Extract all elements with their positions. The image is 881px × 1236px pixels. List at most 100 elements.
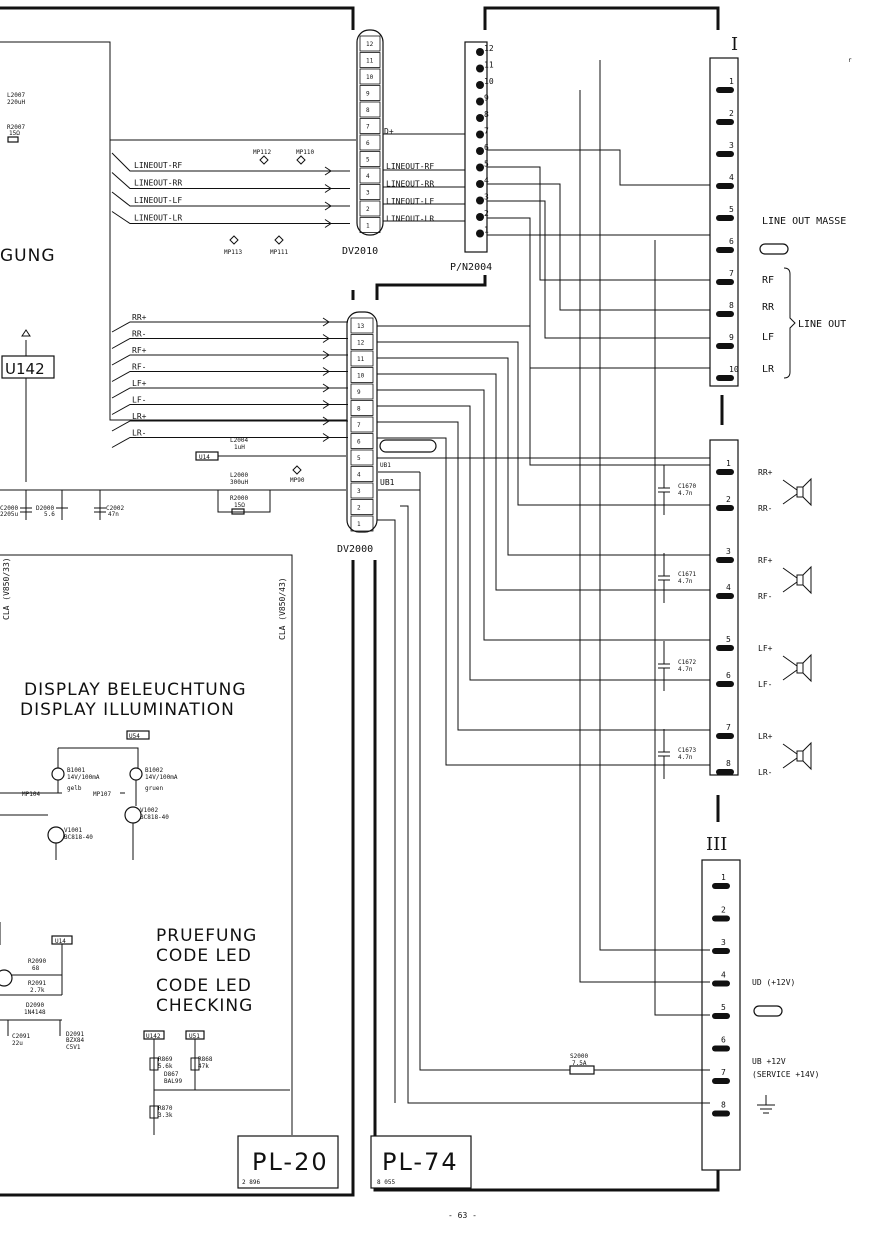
- dv2000-ub1-b: UB1: [380, 478, 395, 487]
- dv2000-pin-label: 8: [357, 406, 361, 413]
- r2000-val: 15Ω: [234, 502, 245, 509]
- dv2000-pin-9: [350, 383, 374, 400]
- conn-I-pin-9: [716, 343, 734, 349]
- dv2000-pin-8: [350, 400, 374, 416]
- b1001-val: 14V/100mA: [67, 774, 100, 781]
- dv2010-pin-9: [359, 85, 381, 101]
- dv2000-pin-label: 11: [357, 356, 365, 363]
- r2007-val: 15Ω: [9, 130, 20, 137]
- r2090: R2090: [28, 958, 46, 965]
- conn-I-pin-1: [716, 87, 734, 93]
- dv2000-label: DV2000: [337, 544, 373, 555]
- conn-III-pin-7-label: 7: [721, 1068, 726, 1077]
- r868-val: 47k: [198, 1063, 209, 1070]
- speaker-wire: [111, 334, 348, 349]
- display-title-2: DISPLAY ILLUMINATION: [20, 700, 235, 720]
- conn-III-pin-4: [712, 980, 730, 987]
- wiring: [110, 60, 710, 1104]
- cap-value: 4.7n: [678, 578, 693, 585]
- speaker-icon: [782, 741, 812, 771]
- conn-I-lf: LF: [762, 332, 774, 343]
- wire: [487, 166, 710, 281]
- pn2004-pin-label: 9: [484, 94, 489, 103]
- dv2010-label: DV2010: [342, 246, 378, 257]
- conn-I-pin-8: [716, 311, 734, 317]
- conn-II-pin-4: [716, 593, 734, 599]
- speaker-icon: [782, 565, 812, 595]
- l2007: L2007: [7, 92, 25, 99]
- speaker-signal: LF-: [132, 396, 146, 405]
- conn-I-pin-3: [716, 151, 734, 157]
- u54-label: U54: [129, 733, 140, 740]
- dv2000-pin-label: 2: [357, 505, 361, 512]
- dv2000-pin-3: [350, 482, 374, 499]
- u51-small: U51: [189, 1033, 200, 1040]
- c2002: C2002: [106, 505, 124, 512]
- pn2004-pin-label: 8: [484, 110, 489, 119]
- dv2000-pin-4: [350, 466, 374, 482]
- wire: [599, 60, 710, 951]
- l2000-val: 300uH: [230, 479, 248, 486]
- conn-II-pin-4-label: 4: [726, 583, 731, 592]
- wire: [419, 472, 710, 1071]
- pn2004-pin-label: 2: [484, 209, 489, 218]
- dv2010-pin-label: 8: [366, 107, 370, 114]
- wire: [377, 389, 710, 641]
- u14-label: U14: [199, 454, 210, 461]
- conn-II-pin-8: [716, 769, 734, 775]
- conn-I-pin-7: [716, 279, 734, 285]
- d2091-val2: C5V1: [66, 1044, 81, 1051]
- conn-I-label: I: [731, 34, 738, 55]
- conn-III-pin-5: [712, 1013, 730, 1019]
- conn-III-pin-4-label: 4: [721, 971, 726, 980]
- dv2010-pin-label: 10: [366, 74, 374, 81]
- l2004-val: 1uH: [234, 444, 245, 451]
- speaker-wire: [111, 317, 348, 333]
- speaker-signal: LR-: [132, 429, 146, 438]
- mp112: MP112: [253, 149, 271, 156]
- fuse-s2000-val: 7.5A: [572, 1060, 587, 1067]
- dv2010-pin-label: 5: [366, 157, 370, 164]
- b1001: B1001: [67, 767, 85, 774]
- wire: [487, 149, 710, 186]
- pn2004-signal: LINEOUT-RR: [386, 180, 434, 189]
- cap-name: C1671: [678, 571, 696, 578]
- r868: R868: [198, 1056, 213, 1063]
- conn-II-pin-2-label: 2: [726, 495, 731, 504]
- conn-I-lr: LR: [762, 364, 775, 375]
- wire: [487, 217, 710, 369]
- speaker-label: RR-: [758, 504, 772, 513]
- mp107: MP107: [93, 791, 111, 798]
- dv2010-pin-label: 3: [366, 190, 370, 197]
- b1002-color: gruen: [145, 785, 163, 792]
- v1002-val: BC818-40: [140, 814, 169, 821]
- conn-I-pin-3-label: 3: [729, 141, 734, 150]
- conn-I-rf: RF: [762, 275, 774, 286]
- cla-right: CLA (V850/43): [278, 577, 287, 640]
- conn-II-pin-1: [716, 469, 734, 475]
- speaker-wire: [111, 367, 348, 382]
- conn-I-pin-8-label: 8: [729, 301, 734, 310]
- conn-I-pin-6: [716, 247, 734, 253]
- speaker-signal: RR-: [132, 330, 146, 339]
- dv2010-pin-10: [359, 68, 381, 85]
- dv2000-pin-label: 13: [357, 323, 365, 330]
- speaker-label: RR+: [758, 468, 773, 477]
- pl20-title: PL-20: [252, 1148, 329, 1176]
- pn2004-pin-2: [476, 213, 484, 221]
- wire: [377, 421, 710, 731]
- r869: R869: [158, 1056, 173, 1063]
- ic-u142: U142: [5, 360, 45, 378]
- dv2000-pin-label: 6: [357, 439, 361, 446]
- conn-I-pin-7-label: 7: [729, 269, 734, 278]
- conn-I-pin-1-label: 1: [729, 77, 734, 86]
- dv2010-pin-6: [359, 134, 381, 151]
- lineout-signal: LINEOUT-LR: [134, 214, 182, 223]
- r869-val: 5.6k: [158, 1063, 173, 1070]
- conn-III-pin-6-label: 6: [721, 1036, 726, 1045]
- v1001: V1001: [64, 827, 82, 834]
- conn-I-pin-2: [716, 119, 734, 125]
- lineout-signal: LINEOUT-RR: [134, 179, 182, 188]
